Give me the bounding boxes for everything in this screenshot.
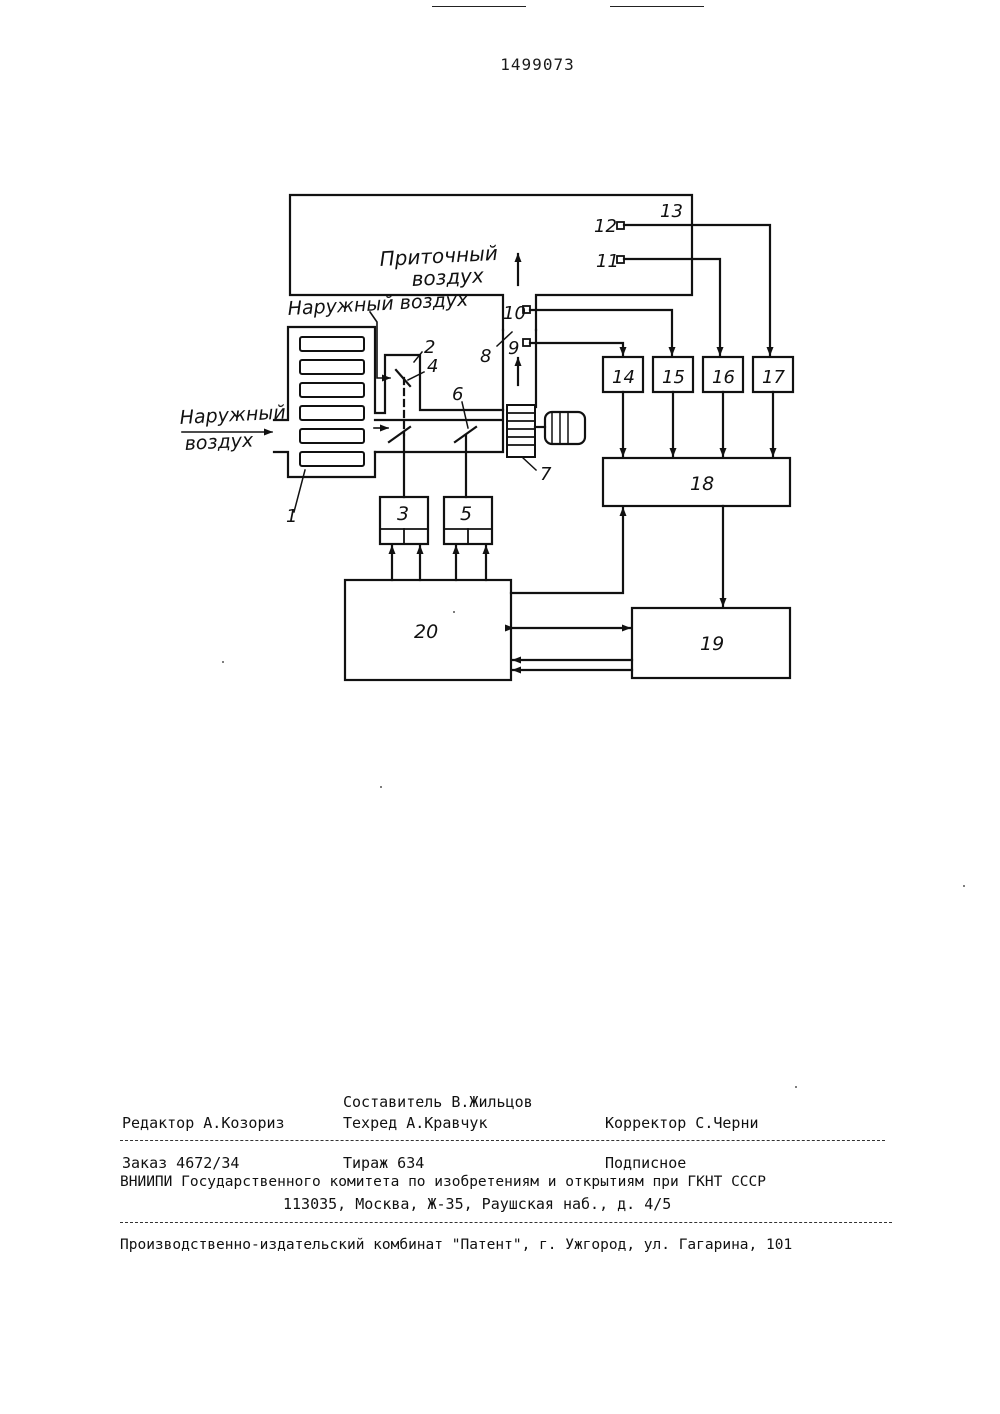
label-n5: 5 [460,503,472,525]
footer-publisher: Производственно-издательский комбинат "П… [120,1237,792,1253]
footer-circulation: Тираж 634 [343,1154,424,1172]
label-n19: 19 [700,633,724,655]
fan-blades [507,413,535,445]
leader-4 [408,372,424,380]
scan-speck [963,885,965,887]
line-20-18 [511,508,623,593]
label-n11: 11 [596,251,619,272]
fan-leader [522,457,536,470]
scan-speck [453,611,455,613]
label-supply-air-2: воздух [411,263,484,291]
label-n13: 13 [660,201,683,222]
scan-speck [380,786,382,788]
recirculation-duct [274,327,503,477]
label-n16: 16 [712,367,735,388]
motor-fins [552,412,568,444]
line-12-17 [624,225,770,355]
label-n3: 3 [397,503,409,525]
label-n8: 8 [480,346,491,367]
footer-divider-2 [120,1222,892,1223]
label-n9: 9 [508,338,519,359]
label-n14: 14 [612,367,635,388]
label-n15: 15 [662,367,685,388]
label-n20: 20 [414,621,438,643]
label-n4: 4 [427,356,438,377]
label-n6: 6 [452,384,463,405]
label-n10: 10 [503,303,526,324]
label-n1: 1 [286,506,297,527]
label-n18: 18 [690,473,714,495]
label-outdoor-air-left-1: Наружный [179,401,286,429]
footer-compiler: Составитель В.Жильцов [343,1093,533,1111]
label-outdoor-air-left-2: воздух [184,429,254,455]
footer-subscription: Подписное [605,1154,686,1172]
label-n17: 17 [762,367,785,388]
fan-motor [545,412,585,444]
footer-editor: Редактор А.Козориз [122,1114,285,1132]
line-9-14 [530,343,623,355]
leader-6 [462,402,468,428]
footer-org: ВНИИПИ Государственного комитета по изоб… [120,1174,766,1190]
arrow-outdoor-top [370,312,390,378]
heat-exchanger-1 [300,337,364,466]
scan-speck [222,661,224,663]
label-n12: 12 [594,216,617,237]
block-diagram: Приточный воздух Наружный воздух Наружны… [0,0,1000,800]
damper-4 [389,427,410,442]
label-outdoor-air-top: Наружный воздух [287,289,469,320]
footer-address: 113035, Москва, Ж-35, Раушская наб., д. … [283,1195,671,1213]
footer-techred: Техред А.Кравчук [343,1114,488,1132]
footer-divider-1 [120,1140,885,1141]
label-n7: 7 [540,464,552,485]
line-10-15 [530,310,672,355]
scan-speck [795,1086,797,1088]
footer-order: Заказ 4672/34 [122,1154,239,1172]
footer-corrector: Корректор С.Черни [605,1114,759,1132]
label-n2: 2 [424,337,435,358]
